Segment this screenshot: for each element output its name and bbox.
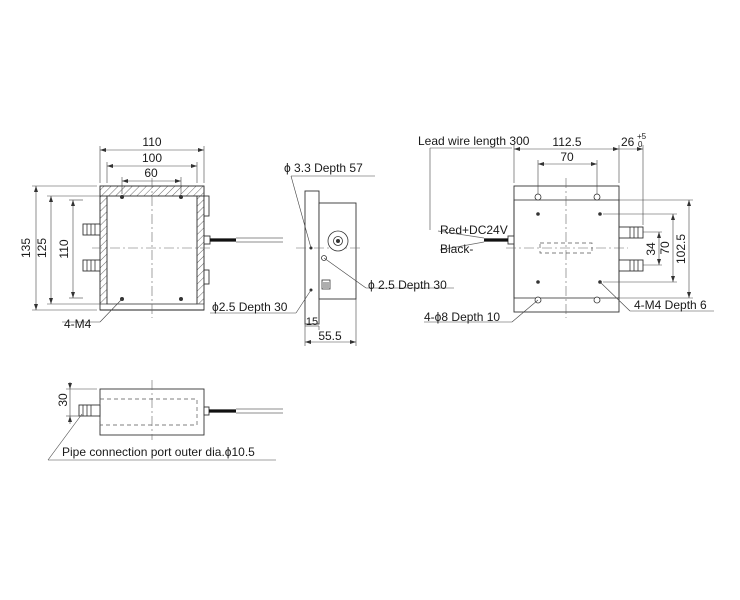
side-connector-pin (336, 239, 340, 243)
front-right-boss (203, 195, 210, 217)
label-lead-wire: Lead wire length 300 (418, 134, 530, 148)
front-cable-gland (203, 235, 211, 245)
dim-front-110: 110 (142, 135, 161, 149)
leader-m4-depth6 (599, 281, 631, 312)
bottom-view: 30 Pipe connection port outer dia.ϕ10.5 (47, 380, 283, 461)
rear-plate (513, 185, 620, 313)
dim-front-125: 125 (35, 238, 49, 258)
label-red-wire: Red+DC24V (440, 223, 508, 237)
front-right-boss-lower (203, 269, 210, 285)
dim-rear-26: 26 (621, 135, 635, 149)
leader-phi25-right (323, 257, 367, 289)
bottom-pipe-port (78, 404, 101, 417)
rear-view: Red+DC24V Black- Lead wire length 300 11… (418, 132, 714, 324)
rear-tap-tl (536, 212, 540, 216)
dim-rear-tol-plus: +5 (637, 132, 647, 141)
rear-internal-slot (539, 242, 593, 254)
side-terminal-box (321, 279, 331, 290)
callout-phi25-left: ϕ2.5 Depth 30 (212, 300, 288, 314)
front-pipe-port-lower (82, 259, 101, 272)
leader-phi33 (290, 175, 312, 249)
dim-side-15: 15 (306, 316, 318, 328)
side-plate (304, 190, 320, 325)
callout-phi25-right: ϕ 2.5 Depth 30 (368, 278, 447, 292)
rear-tap-tr (598, 212, 602, 216)
dim-front-60: 60 (144, 166, 158, 180)
leader-pipe-port (47, 413, 83, 461)
dim-rear-102-5: 102.5 (674, 234, 688, 264)
dim-rear-70v: 70 (658, 241, 672, 255)
front-tap-hole-br (179, 297, 183, 301)
label-black-wire: Black- (440, 242, 473, 256)
rear-wire-black (439, 241, 485, 251)
callout-phi8: 4-ϕ8 Depth 10 (424, 310, 500, 324)
dim-rear-34: 34 (644, 242, 658, 256)
rear-body (513, 199, 620, 299)
rear-wire-red (437, 230, 485, 239)
dim-bottom-30: 30 (56, 393, 70, 407)
callout-m4-depth6: 4-M4 Depth 6 (634, 298, 707, 312)
leader-phi25-left (295, 289, 312, 314)
leader-4m4 (99, 298, 123, 323)
dim-front-110v: 110 (57, 239, 71, 258)
rear-hole-tl (534, 193, 542, 201)
front-tap-hole-tr (179, 195, 183, 199)
dim-front-135: 135 (19, 238, 33, 258)
leader-phi8 (511, 299, 539, 323)
rear-cable-gland (507, 235, 515, 245)
dim-rear-112-5: 112.5 (552, 135, 581, 149)
rear-tap-bl (536, 280, 540, 284)
front-tap-hole-tl (120, 195, 124, 199)
front-pipe-port-upper (82, 223, 101, 236)
callout-4m4: 4-M4 (64, 317, 92, 331)
dim-rear-70h: 70 (560, 150, 574, 164)
rear-pipe-port-upper (618, 226, 644, 239)
front-right-wall-hatch (196, 195, 205, 305)
rear-hole-tr (593, 193, 601, 201)
front-view: 110 100 60 135 125 110 (19, 135, 283, 331)
dim-side-55-5: 55.5 (318, 329, 342, 343)
callout-phi33: ϕ 3.3 Depth 57 (284, 161, 363, 175)
front-left-wall-hatch (99, 195, 108, 305)
bottom-cable-gland (203, 406, 210, 416)
dim-front-100: 100 (142, 151, 162, 165)
rear-hole-br (593, 296, 601, 304)
rear-pipe-port-lower (618, 259, 644, 272)
dim-rear-tol-zero: 0 (638, 140, 643, 149)
side-view: ϕ 3.3 Depth 57 ϕ 2.5 Depth 30 ϕ2.5 Depth… (210, 161, 454, 346)
callout-pipe-port: Pipe connection port outer dia.ϕ10.5 (62, 445, 255, 459)
